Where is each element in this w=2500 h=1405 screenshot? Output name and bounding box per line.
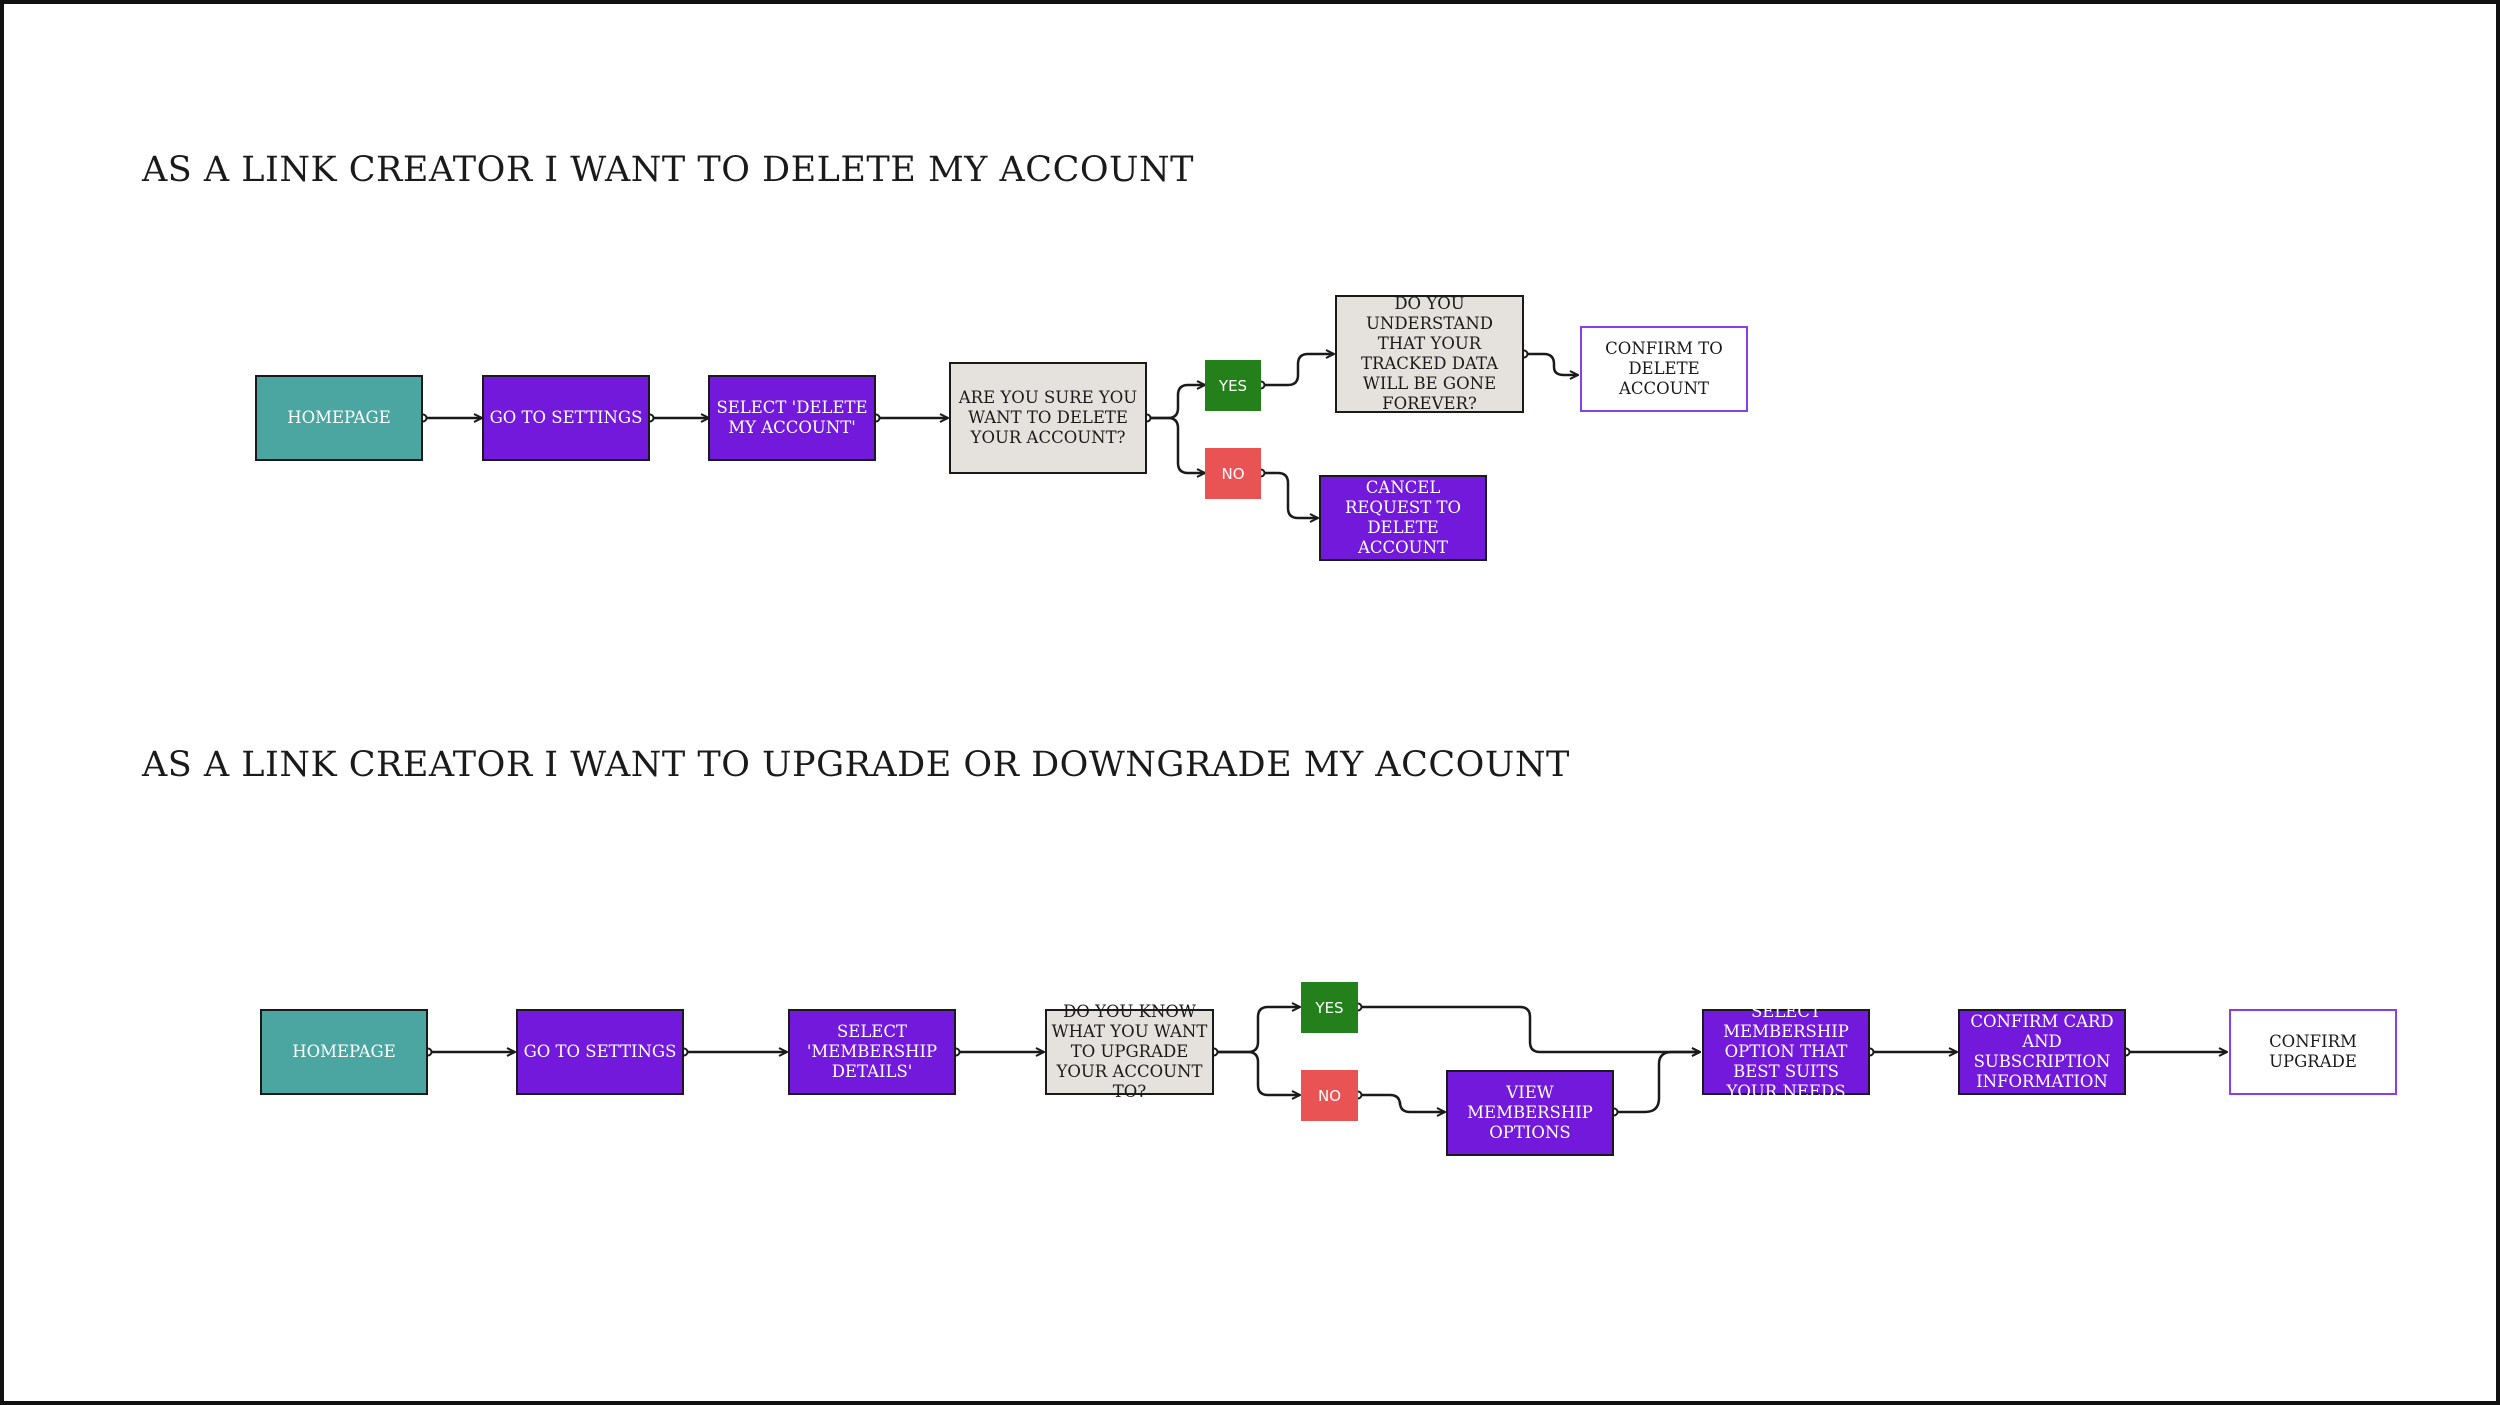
flow2-homepage-node[interactable]: HOMEPAGE	[260, 1009, 428, 1095]
flow2-yes-badge[interactable]: YES	[1301, 982, 1358, 1033]
flow2-confirm-upgrade-node[interactable]: CONFIRM UPGRADE	[2229, 1009, 2397, 1095]
flow1-no-badge[interactable]: NO	[1205, 448, 1261, 499]
connector2-know-yes	[1214, 1007, 1300, 1054]
connector2-view-select-option	[1614, 1052, 1700, 1114]
connector-no-cancel	[1261, 471, 1318, 518]
flow2-select-option-node[interactable]: SELECT MEMBERSHIP OPTION THAT BEST SUITS…	[1702, 1002, 1870, 1101]
connector2-yes-select-option	[1358, 1005, 1700, 1052]
flow2-title: AS A LINK CREATOR I WANT TO UPGRADE OR D…	[142, 745, 1570, 785]
flow2-view-membership-node[interactable]: VIEW MEMBERSHIP OPTIONS	[1446, 1070, 1614, 1156]
flow2-confirm-card-node[interactable]: CONFIRM CARD AND SUBSCRIPTION INFORMATIO…	[1958, 1009, 2126, 1095]
flow1-homepage-node[interactable]: HOMEPAGE	[255, 375, 423, 461]
flow1-select-delete-node[interactable]: SELECT 'DELETE MY ACCOUNT'	[708, 375, 876, 461]
connector2-know-no	[1214, 1050, 1300, 1095]
flow1-cancel-request-node[interactable]: CANCEL REQUEST TO DELETE ACCOUNT	[1319, 475, 1487, 561]
flow1-title: AS A LINK CREATOR I WANT TO DELETE MY AC…	[142, 150, 1195, 190]
connector-sure-yes	[1147, 385, 1205, 420]
connector-understand-confirm	[1524, 352, 1578, 375]
flow2-select-membership-node[interactable]: SELECT 'MEMBERSHIP DETAILS'	[788, 1009, 956, 1095]
flow2-go-to-settings-node[interactable]: GO TO SETTINGS	[516, 1009, 684, 1095]
connector-yes-understand	[1261, 354, 1334, 387]
flow1-go-to-settings-node[interactable]: GO TO SETTINGS	[482, 375, 650, 461]
connector-sure-no	[1147, 416, 1205, 473]
flow1-understand-decision[interactable]: DO YOU UNDERSTAND THAT YOUR TRACKED DATA…	[1335, 294, 1524, 413]
connector2-no-view	[1358, 1093, 1445, 1112]
flow2-know-upgrade-decision[interactable]: DO YOU KNOW WHAT YOU WANT TO UPGRADE YOU…	[1045, 1002, 1214, 1101]
flow1-confirm-delete-node[interactable]: CONFIRM TO DELETE ACCOUNT	[1580, 326, 1748, 412]
flow2-no-badge[interactable]: NO	[1301, 1070, 1358, 1121]
flow1-yes-badge[interactable]: YES	[1205, 360, 1261, 411]
flow1-are-you-sure-decision[interactable]: ARE YOU SURE YOU WANT TO DELETE YOUR ACC…	[949, 362, 1147, 474]
